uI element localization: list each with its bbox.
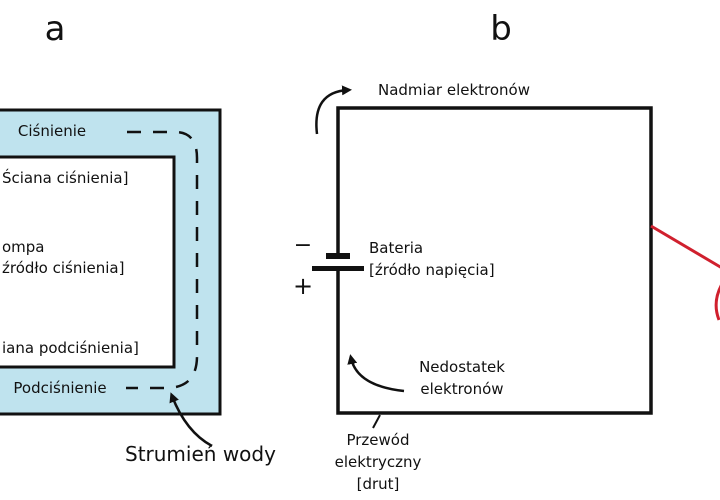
water-flow-label: Strumień wody: [125, 442, 276, 466]
wire-label-line1: Przewód: [346, 431, 409, 449]
zoom-connector-line: [650, 224, 720, 269]
pressure-label: Ciśnienie: [18, 122, 86, 140]
deficit-electrons-arrow: [347, 354, 405, 393]
inner-block: [0, 155, 176, 369]
excess-electrons-arrow: [315, 85, 352, 135]
water-flow-pointer: [169, 392, 213, 448]
battery-positive-plate: [312, 266, 364, 271]
excess-electrons-label: Nadmiar elektronów: [378, 81, 530, 99]
battery-negative-plate: [326, 253, 350, 259]
panel-a-letter: a: [45, 9, 66, 49]
flow-path: [126, 130, 199, 390]
battery-label-line1: Bateria: [369, 239, 423, 257]
circuit-wire: [336, 106, 653, 415]
pump-label-line1: ompa: [2, 238, 45, 256]
vacuum-label: Podciśnienie: [13, 379, 106, 397]
wire-label-line3: [drut]: [357, 475, 400, 493]
deficit-label-line2: elektronów: [420, 380, 503, 398]
vacuum-wall-label: iana podciśnienia]: [2, 339, 139, 357]
battery-label-line2: [źródło napięcia]: [369, 261, 495, 279]
wire-label-line2: elektryczny: [335, 453, 422, 471]
panel-b-letter: b: [490, 9, 512, 49]
pressure-wall-label: Ściana ciśnienia]: [2, 168, 128, 187]
deficit-label-line1: Nedostatek: [419, 358, 505, 376]
battery-plus-sign: +: [293, 272, 313, 300]
zoom-circle-arc: [714, 284, 720, 321]
pump-label-line2: źródło ciśnienia]: [2, 259, 124, 277]
wire-pointer: [372, 414, 381, 429]
battery-minus-sign: −: [294, 233, 312, 258]
